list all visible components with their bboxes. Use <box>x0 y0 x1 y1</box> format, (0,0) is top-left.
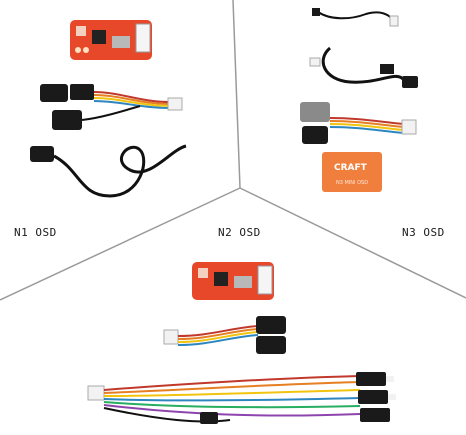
label-n3-osd: N3 OSD <box>402 226 445 239</box>
label-n1-osd: N1 OSD <box>14 226 57 239</box>
label-n2-osd: N2 OSD <box>218 226 261 239</box>
n3-servo-cable <box>300 102 417 144</box>
n3-caption-text: N3 MINI OSD <box>336 180 368 186</box>
n1-board <box>70 20 152 60</box>
panel-dividers <box>0 0 466 301</box>
n3-board-case: CRAFT N3 MINI OSD <box>322 152 382 192</box>
divider-left <box>0 187 241 301</box>
n2-board <box>192 262 274 300</box>
n3-small-cable <box>312 8 399 27</box>
n3-black-cable <box>309 46 418 88</box>
divider-right <box>239 187 466 299</box>
n1-black-cable <box>30 144 187 198</box>
divider-top-right <box>232 0 241 189</box>
n1-servo-cable-lower <box>52 105 141 130</box>
n1-servo-cable-upper <box>40 84 183 111</box>
n2-servo-cable <box>163 316 286 354</box>
n3-logo-text: CRAFT <box>334 163 368 173</box>
n2-multi-wire-harness <box>87 372 396 424</box>
